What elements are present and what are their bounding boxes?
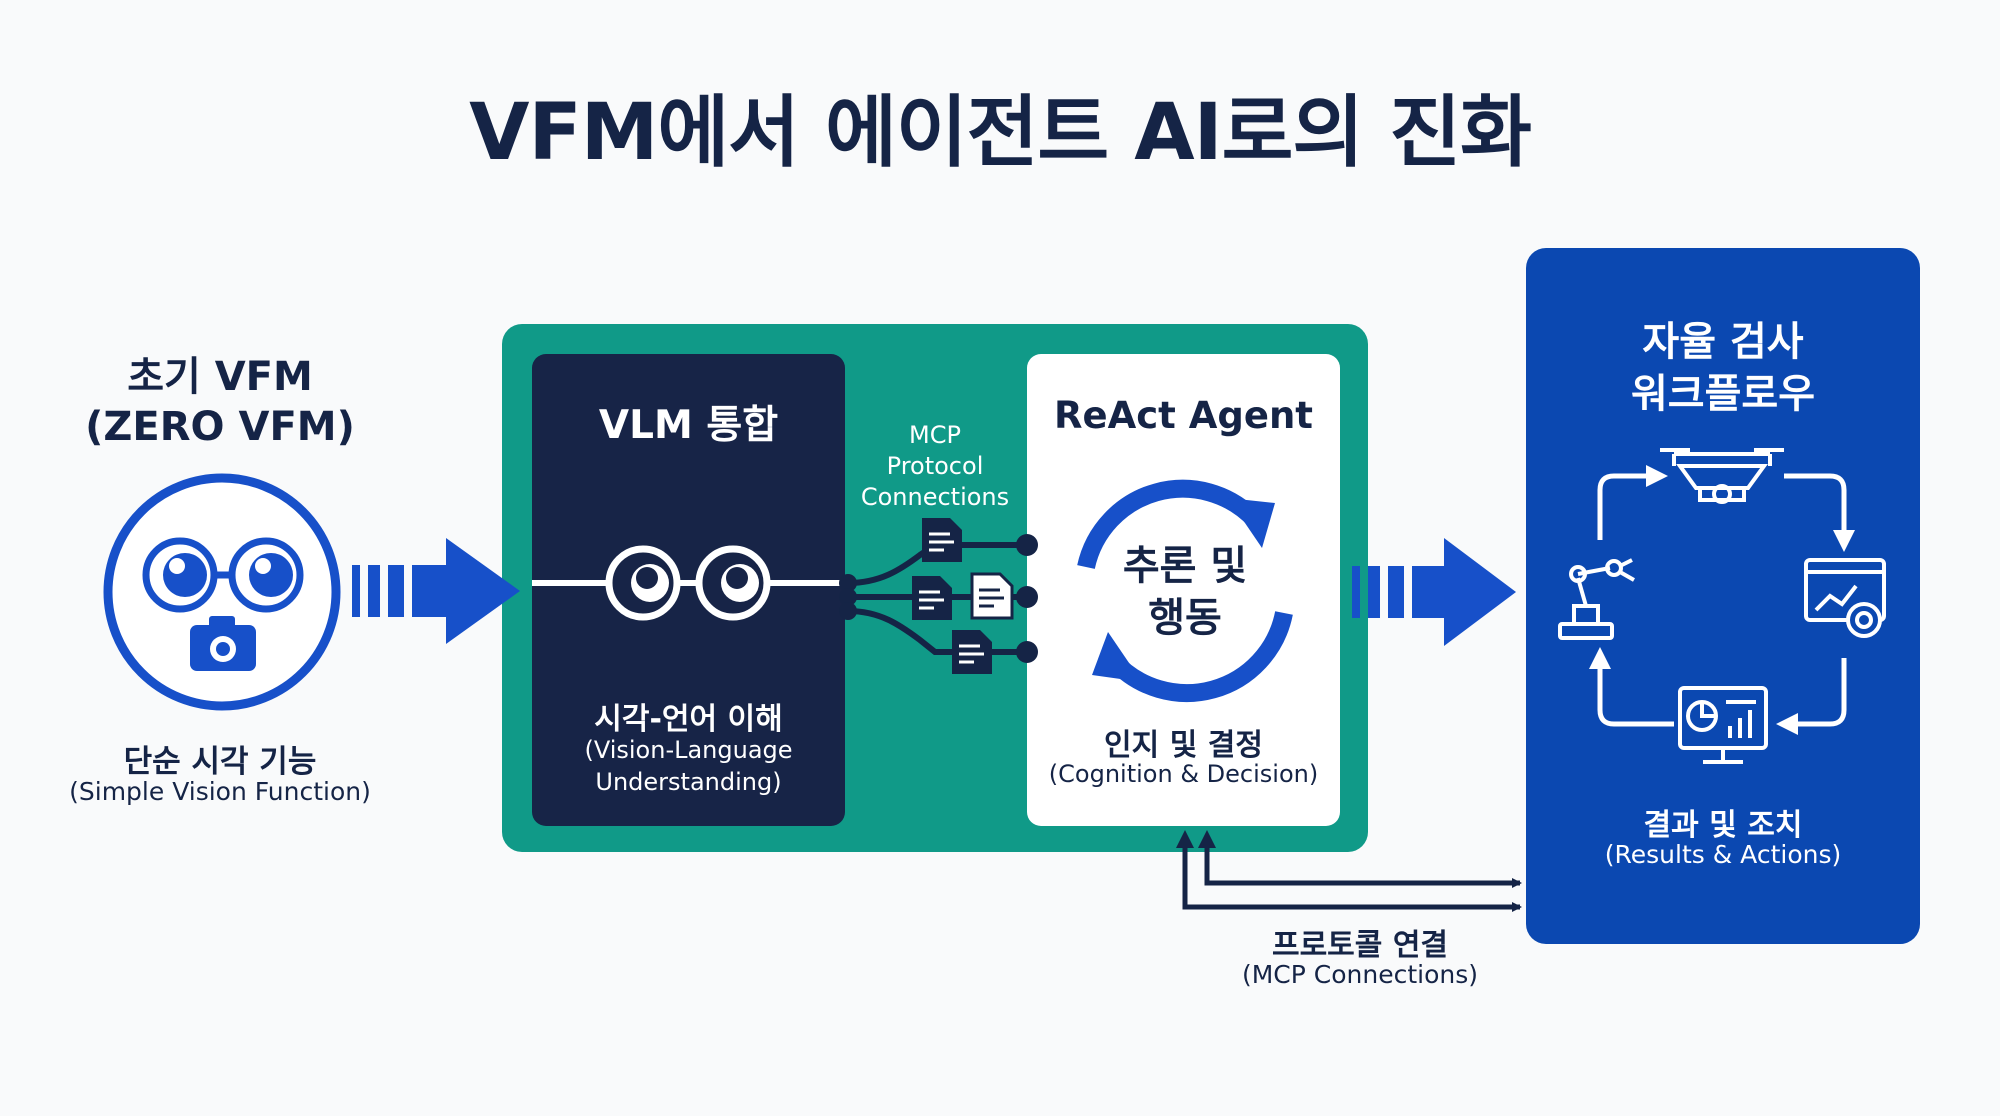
react-subtitle-ko: 인지 및 결정 — [1104, 728, 1263, 763]
mcp-label-line3: Connections — [860, 483, 1010, 511]
react-center-line2: 행동 — [1148, 595, 1222, 641]
protocol-connector — [1182, 846, 1522, 912]
page-title: VFM에서 에이전트 AI로의 진화 — [469, 88, 1532, 178]
stage1-title-line2: (ZERO VFM) — [85, 404, 355, 450]
eyes-icon — [532, 545, 845, 621]
react-center-line1: 추론 및 — [1122, 543, 1248, 589]
stage1-subtitle-en: (Simple Vision Function) — [69, 777, 371, 806]
robot-arm-icon — [1558, 558, 1635, 640]
mcp-label-line1: MCP — [909, 421, 961, 449]
flow-arrow-1 — [352, 538, 520, 644]
vlm-title: VLM 통합 — [598, 403, 779, 448]
document-icon — [970, 572, 1014, 620]
react-center-label: 추론 및 행동 — [1070, 540, 1300, 644]
react-agent-card — [1027, 354, 1340, 826]
workflow-subtitle-en: (Results & Actions) — [1604, 840, 1842, 869]
stage1-title: 초기 VFM (ZERO VFM) — [70, 352, 370, 452]
workflow-title: 자율 검사 워크플로우 — [1526, 316, 1920, 420]
dashboard-gear-icon — [1804, 558, 1886, 638]
mcp-label-line2: Protocol — [886, 452, 984, 480]
eyes-camera-icon — [103, 473, 341, 711]
vlm-card — [532, 354, 845, 826]
document-icon — [922, 518, 962, 562]
stage1-subtitle-ko: 단순 시각 기능 — [123, 744, 317, 780]
workflow-subtitle-ko: 결과 및 조치 — [1643, 808, 1803, 843]
react-subtitle-en: (Cognition & Decision) — [1048, 760, 1319, 788]
protocol-label-en: (MCP Connections) — [1241, 960, 1479, 989]
workflow-title-line2: 워크플로우 — [1631, 371, 1815, 417]
drone-icon — [1660, 448, 1784, 504]
workflow-panel — [1526, 248, 1920, 944]
stage1-title-line1: 초기 VFM — [127, 354, 313, 400]
react-title: ReAct Agent — [1054, 394, 1313, 437]
mcp-label: MCP Protocol Connections — [845, 420, 1025, 513]
vlm-subtitle-en-line1: (Vision-Language — [584, 736, 793, 764]
document-icon — [912, 576, 952, 620]
document-icon — [952, 630, 992, 674]
vlm-subtitle-en-line2: Understanding) — [595, 768, 782, 796]
monitor-chart-icon — [1678, 686, 1768, 764]
workflow-cycle-arrows — [1589, 465, 1855, 735]
vlm-subtitle-ko: 시각-언어 이해 — [594, 702, 783, 737]
workflow-title-line1: 자율 검사 — [1642, 319, 1804, 365]
protocol-label-ko: 프로토콜 연결 — [1271, 928, 1449, 963]
flow-arrow-2 — [1352, 538, 1516, 646]
vlm-subtitle-en: (Vision-Language Understanding) — [532, 734, 845, 798]
